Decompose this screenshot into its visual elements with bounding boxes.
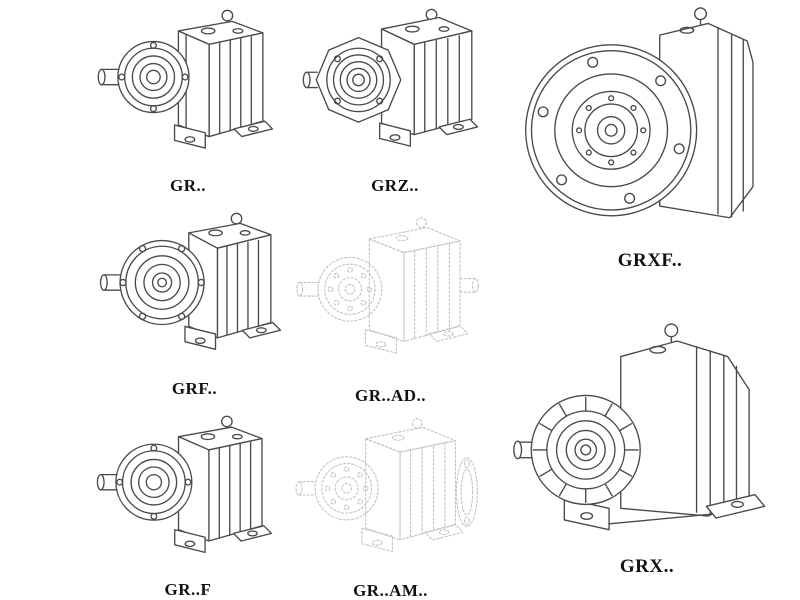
gearbox-label-grxf: GRXF.. — [617, 250, 683, 271]
gearbox-drawing-gr — [97, 9, 274, 149]
gearbox-drawing-grz — [302, 8, 479, 147]
gearbox-drawing-grxf — [524, 7, 754, 219]
gearbox-label-grad: GR..AD.. — [354, 386, 427, 405]
gearbox-figure-gram: GR..AM.. — [288, 412, 493, 600]
gearbox-figure-gr: GR.. — [88, 6, 288, 196]
gearbox-label-grz: GRZ.. — [371, 176, 419, 195]
gearbox-drawing-gram — [295, 418, 478, 552]
gearbox-label-gram: GR..AM.. — [353, 581, 428, 600]
gearbox-drawing-grad — [295, 217, 479, 354]
gearbox-label-grx: GRX.. — [619, 556, 675, 577]
gearbox-figure-grxf: GRXF.. — [510, 0, 790, 272]
gearbox-drawing-grx — [513, 323, 766, 531]
gearbox-figure-grf: GRF.. — [92, 210, 297, 399]
gearbox-figure-grff: GR..F — [88, 412, 288, 600]
gearbox-drawing-grff — [96, 415, 273, 554]
gearbox-figure-grx: GRX.. — [502, 306, 792, 578]
gearbox-label-grf: GRF.. — [171, 379, 218, 398]
gearbox-figure-grad: GR..AD.. — [288, 210, 493, 406]
gearbox-label-gr: GR.. — [170, 176, 206, 195]
gearbox-label-grff: GR..F — [164, 580, 212, 599]
gearbox-drawing-grf — [99, 212, 281, 350]
gearbox-figure-grz: GRZ.. — [295, 6, 495, 196]
